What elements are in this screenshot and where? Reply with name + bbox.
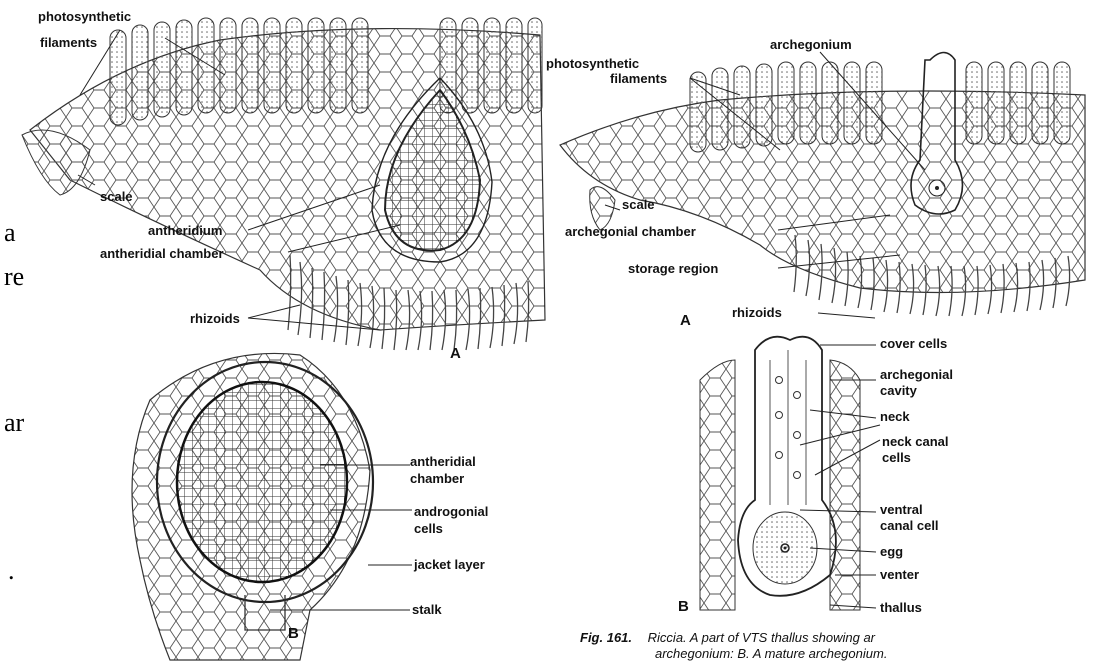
label-jacket-layer: jacket layer	[414, 558, 485, 572]
figure-letter-b-right: B	[678, 598, 689, 615]
label-androgonial: androgonial	[414, 505, 488, 519]
label-venter: venter	[880, 568, 919, 582]
figure-caption-line-2: archegonium: B. A mature archegonium.	[655, 646, 887, 662]
label-chamber: chamber	[410, 472, 464, 486]
label-cells: cells	[414, 522, 443, 536]
left-b-androgonial-cells	[177, 382, 347, 582]
label-ventral: ventral	[880, 503, 923, 517]
label-neck: neck	[880, 410, 910, 424]
label-photosynthetic-right: photosynthetic	[546, 57, 639, 71]
label-archegonial: archegonial	[880, 368, 953, 382]
figure-caption: Fig. 161. Riccia. A part of VTS thallus …	[580, 630, 875, 646]
label-rhizoids-right: rhizoids	[732, 306, 782, 320]
label-archegonium: archegonium	[770, 38, 852, 52]
label-neck-canal: neck canal	[882, 435, 949, 449]
label-photosynthetic: photosynthetic	[38, 10, 131, 24]
right-b-archegonium	[738, 337, 836, 596]
caption-fig-number: Fig. 161.	[580, 630, 632, 645]
label-thallus: thallus	[880, 601, 922, 615]
label-storage-region: storage region	[628, 262, 718, 276]
caption-line-1: Riccia. A part of VTS thallus showing ar	[648, 630, 875, 645]
label-egg: egg	[880, 545, 903, 559]
label-antheridial-chamber: antheridial chamber	[100, 247, 224, 261]
label-scale: scale	[100, 190, 133, 204]
label-scale-right: scale	[622, 198, 655, 212]
label-filaments: filaments	[40, 36, 97, 50]
label-cavity: cavity	[880, 384, 917, 398]
label-stalk: stalk	[412, 603, 442, 617]
label-cover-cells: cover cells	[880, 337, 947, 351]
figure-letter-a-right: A	[680, 312, 691, 329]
figure-letter-b-left: B	[288, 625, 299, 642]
label-rhizoids: rhizoids	[190, 312, 240, 326]
label-cells-right: cells	[882, 451, 911, 465]
right-photosynthetic-filaments	[690, 62, 1070, 152]
label-canal-cell: canal cell	[880, 519, 939, 533]
label-filaments-right: filaments	[610, 72, 667, 86]
label-archegonial-chamber: archegonial chamber	[565, 225, 696, 239]
figure-letter-a-left: A	[450, 345, 461, 362]
label-antheridial: antheridial	[410, 455, 476, 469]
label-antheridium: antheridium	[148, 224, 222, 238]
